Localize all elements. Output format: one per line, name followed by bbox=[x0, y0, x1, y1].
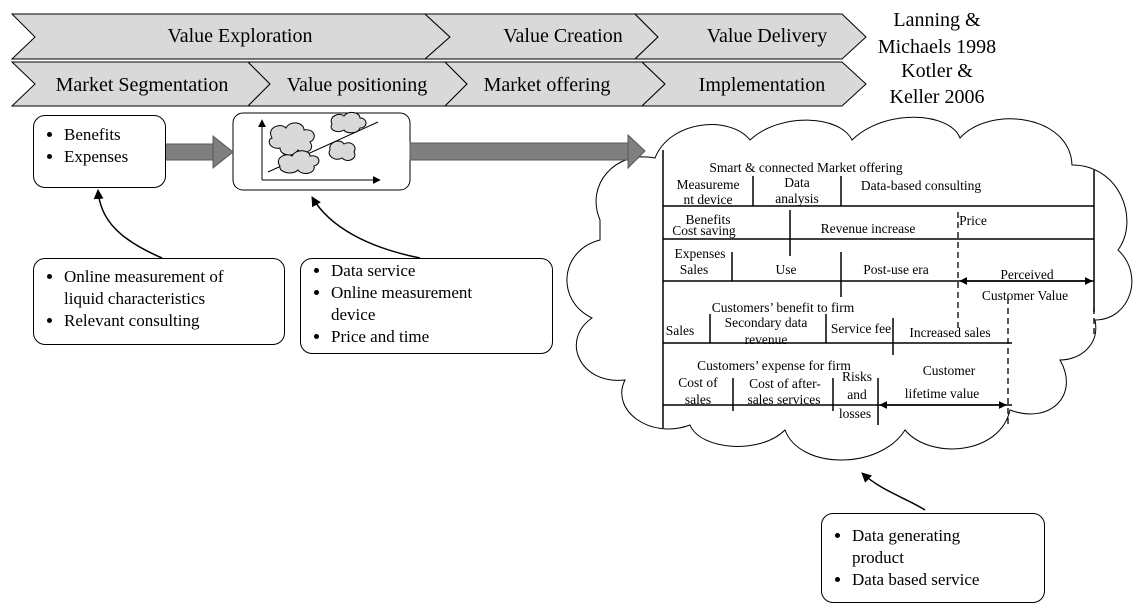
cloud-cost-saving: Cost saving bbox=[672, 223, 736, 238]
cloud-clv-2: lifetime value bbox=[905, 386, 980, 401]
cloud-risks-2: and bbox=[847, 387, 867, 402]
chevron-row-bottom: Market Segmentation Value positioning Ma… bbox=[10, 61, 867, 107]
cloud-measurement-device-1: Measureme bbox=[677, 177, 740, 192]
bullet-relevant-consulting: Relevant consulting bbox=[64, 310, 284, 332]
label-market-segmentation: Market Segmentation bbox=[56, 74, 229, 96]
label-value-delivery: Value Delivery bbox=[707, 25, 828, 47]
block-arrow-1 bbox=[164, 134, 234, 170]
cloud-cost-after-sales-1: Cost of after- bbox=[749, 376, 821, 391]
bullet-data-service: Data service bbox=[331, 260, 552, 282]
bullet-benefits: Benefits bbox=[64, 124, 165, 146]
cloud-benefits: Benefits bbox=[686, 212, 731, 227]
label-value-positioning: Value positioning bbox=[287, 74, 428, 96]
cloud-clv-1: Customer bbox=[923, 363, 976, 378]
block-arrow-2 bbox=[409, 133, 646, 170]
cloud-post-use: Post-use era bbox=[863, 262, 929, 277]
cloud-data-analysis-2: analysis bbox=[775, 191, 819, 206]
cloud-customer-value: Customer Value bbox=[982, 288, 1068, 303]
chevron-implementation bbox=[640, 61, 867, 107]
cloud-cost-of-sales-2: sales bbox=[685, 392, 711, 407]
cloud-perceived: Perceived bbox=[1000, 267, 1053, 282]
cloud-data-consulting: Data-based consulting bbox=[861, 178, 982, 193]
label-value-exploration: Value Exploration bbox=[168, 25, 313, 47]
cloud-risks-3: losses bbox=[839, 406, 871, 421]
chevron-row-top: Value Exploration Value Creation Value D… bbox=[10, 13, 867, 60]
cloud-shape bbox=[566, 116, 1133, 461]
cloud-header: Smart & connected Market offering bbox=[709, 160, 902, 175]
graph-illustration bbox=[258, 111, 381, 184]
cloud-sales: Sales bbox=[680, 262, 709, 277]
curved-arrow-benefits bbox=[93, 189, 163, 259]
cloud-dashed-lines bbox=[957, 212, 1095, 428]
cloud-secondary-data-1: Secondary data bbox=[725, 315, 808, 330]
source-kotler-line2: Keller 2006 bbox=[890, 86, 985, 108]
chevron-value-delivery bbox=[633, 13, 867, 60]
cloud-price: Price bbox=[959, 213, 987, 228]
cloud-cost-after-sales-2: sales services bbox=[747, 392, 820, 407]
cloud-benefit-to-firm: Customers’ benefit to firm bbox=[712, 300, 855, 315]
bullet-expenses: Expenses bbox=[64, 146, 165, 168]
cloud-service-fee: Service fee bbox=[831, 321, 891, 336]
label-market-offering: Market offering bbox=[484, 74, 611, 96]
label-value-creation: Value Creation bbox=[503, 25, 622, 47]
cloud-expense-for-firm: Customers’ expense for firm bbox=[697, 358, 851, 373]
source-lanning-line1: Lanning & bbox=[893, 9, 981, 31]
curved-arrow-cloud bbox=[861, 472, 926, 511]
curved-arrow-graph bbox=[311, 196, 421, 259]
cloud-measurement-device-2: nt device bbox=[683, 192, 732, 207]
label-implementation: Implementation bbox=[699, 74, 826, 96]
cloud-sales-2: Sales bbox=[666, 323, 695, 338]
source-lanning-line2: Michaels 1998 bbox=[878, 36, 996, 58]
graph-box bbox=[232, 112, 411, 191]
cloud-secondary-data-2: revenue bbox=[745, 332, 788, 347]
source-kotler-line1: Kotler & bbox=[901, 60, 973, 82]
cloud-increased-sales: Increased sales bbox=[909, 325, 990, 340]
cloud-risks-1: Risks bbox=[842, 369, 872, 384]
cloud-cost-of-sales-1: Cost of bbox=[678, 375, 718, 390]
cloud-use: Use bbox=[776, 262, 797, 277]
cloud-revenue-increase: Revenue increase bbox=[821, 221, 916, 236]
cloud-expenses: Expenses bbox=[675, 246, 726, 261]
cloud-data-analysis-1: Data bbox=[784, 175, 809, 190]
bullet-data-based-service: Data based service bbox=[852, 569, 1044, 591]
bullet-price-and-time: Price and time bbox=[331, 326, 552, 348]
benefits-expenses-box: Benefits Expenses bbox=[33, 115, 166, 188]
